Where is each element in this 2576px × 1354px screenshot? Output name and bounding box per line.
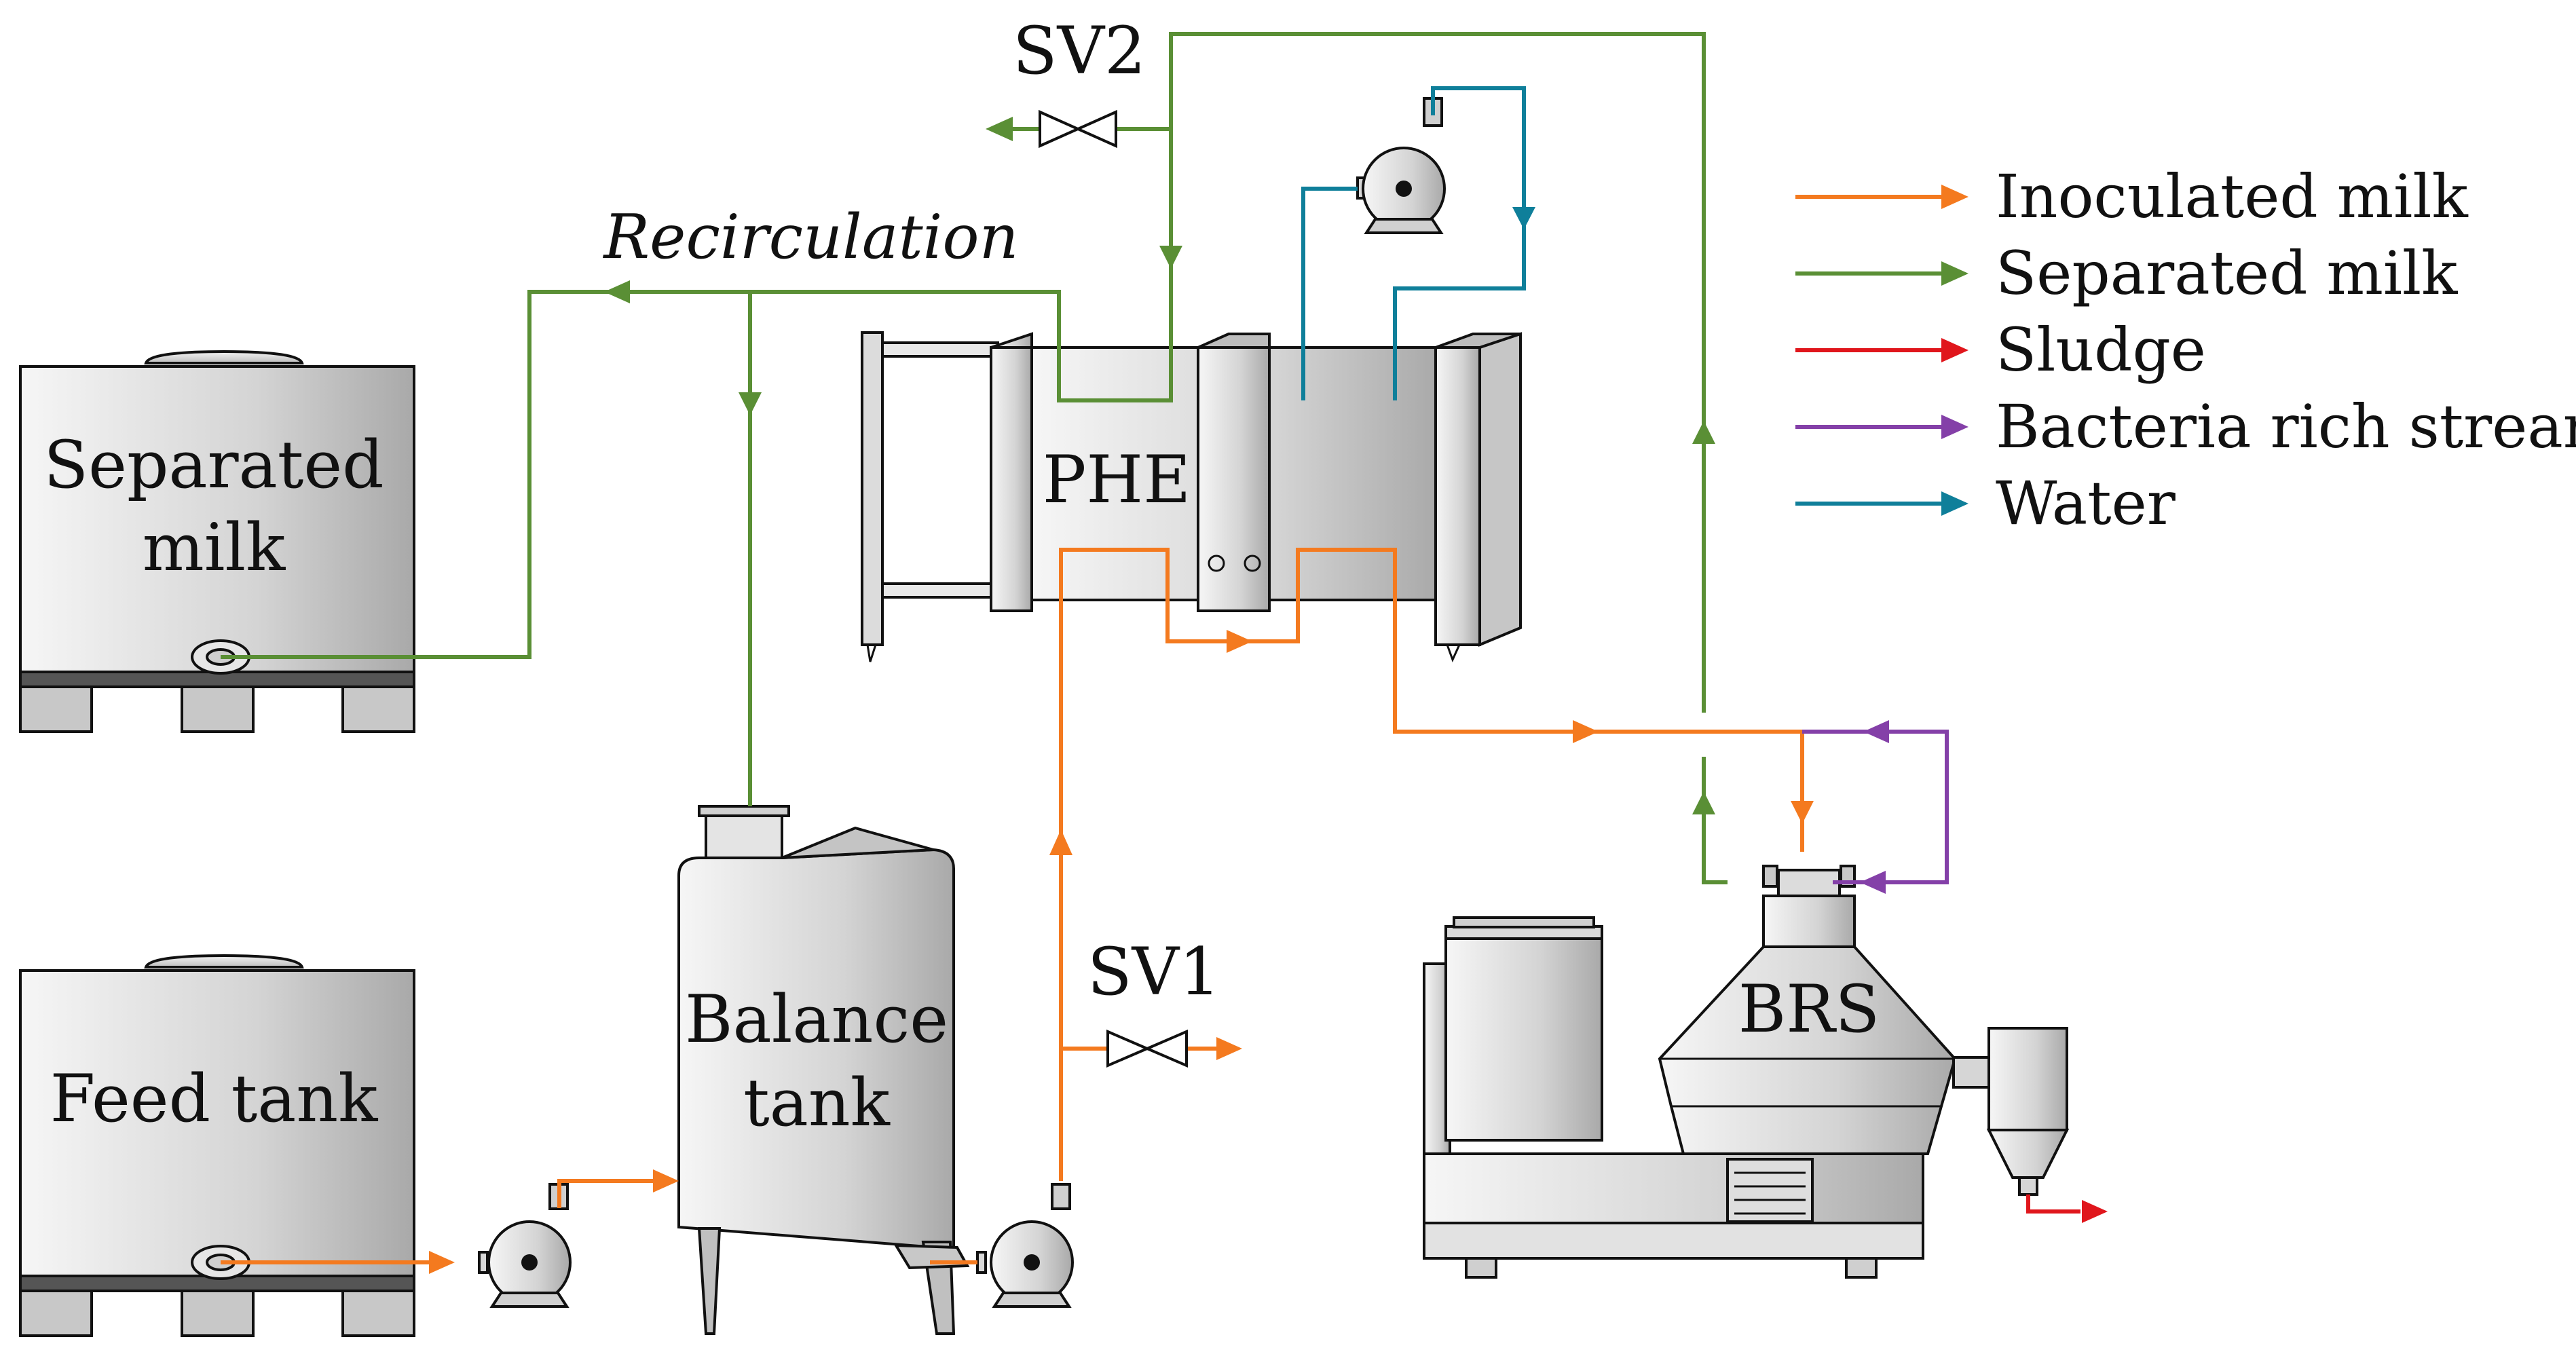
separated-milk-arrow-up-2: [1692, 791, 1715, 814]
feed-arrow: [429, 1251, 455, 1274]
legend-label: Inoculated milk: [1996, 162, 2468, 231]
legend-item: Sludge: [1795, 315, 2206, 385]
water-circuit: [1301, 86, 1535, 400]
water-pump: [1356, 97, 1446, 234]
plate-heat-exchanger: PHE: [861, 331, 1522, 662]
sv1-valve[interactable]: [1106, 1029, 1188, 1068]
sludge-arrow: [2082, 1200, 2108, 1223]
legend-label: Water: [1996, 468, 2176, 538]
separated-milk-exit-arrow: [986, 117, 1013, 141]
inoculated-arrow-right-2: [1573, 720, 1599, 743]
balance-tank-pump: [976, 1183, 1074, 1308]
legend-item: Bacteria rich stream: [1795, 392, 2576, 462]
sv2-valve[interactable]: [1039, 109, 1117, 149]
bacteria-removal-separator: BRS: [1423, 865, 2070, 1279]
legend-arrow-icon: [1941, 185, 1968, 209]
legend-arrow-icon: [1941, 415, 1968, 439]
recirculation-arrow-down: [739, 392, 762, 415]
inoculated-arrow-right-1: [1227, 630, 1252, 653]
legend-item: Water: [1795, 468, 2176, 538]
separated-milk-arrow-down-phe: [1159, 246, 1182, 269]
legend-item: Separated milk: [1795, 238, 2458, 308]
feed-tank-label: Feed tank: [50, 1061, 379, 1137]
sv2-label: SV2: [1013, 13, 1146, 89]
sv1-label: SV1: [1087, 934, 1220, 1010]
inoculated-arrow-down-brs: [1791, 801, 1814, 824]
water-flow-arrow: [1512, 207, 1535, 229]
legend-arrow-icon: [1941, 491, 1968, 516]
inoculated-milk-circuit: [221, 548, 1814, 1274]
recirculation-label: Recirculation: [602, 202, 1018, 273]
phe-label: PHE: [1043, 442, 1191, 518]
balance-tank: Balance tank: [677, 805, 970, 1335]
bacteria-rich-circuit: [1802, 720, 1949, 894]
bacteria-arrow-left-top: [1863, 720, 1889, 743]
separated-milk-tank-label-line1: Separated: [43, 427, 384, 503]
recirculation-arrow-left: [604, 280, 630, 303]
legend-label: Separated milk: [1996, 238, 2458, 308]
separated-milk-tank: Separated milk: [19, 350, 415, 733]
feed-tank: Feed tank: [19, 954, 415, 1337]
legend-item: Inoculated milk: [1795, 162, 2468, 231]
feed-pump: [478, 1183, 572, 1308]
separated-milk-circuit: [221, 32, 1728, 884]
balance-tank-label-line1: Balance: [685, 981, 948, 1057]
sv1-exit-arrow: [1216, 1037, 1242, 1060]
balance-inlet-arrow: [653, 1169, 679, 1192]
balance-tank-label-line2: tank: [743, 1065, 891, 1141]
separated-milk-tank-label-line2: milk: [143, 510, 286, 586]
brs-label: BRS: [1738, 971, 1880, 1047]
separated-milk-arrow-up-1: [1692, 421, 1715, 444]
legend-label: Bacteria rich stream: [1996, 392, 2576, 462]
legend-label: Sludge: [1996, 315, 2206, 385]
legend-arrow-icon: [1941, 338, 1968, 362]
legend-arrow-icon: [1941, 261, 1968, 286]
bacteria-arrow-left-bottom: [1860, 871, 1886, 894]
sludge-circuit: [2026, 1195, 2108, 1223]
inoculated-arrow-up: [1049, 829, 1072, 855]
